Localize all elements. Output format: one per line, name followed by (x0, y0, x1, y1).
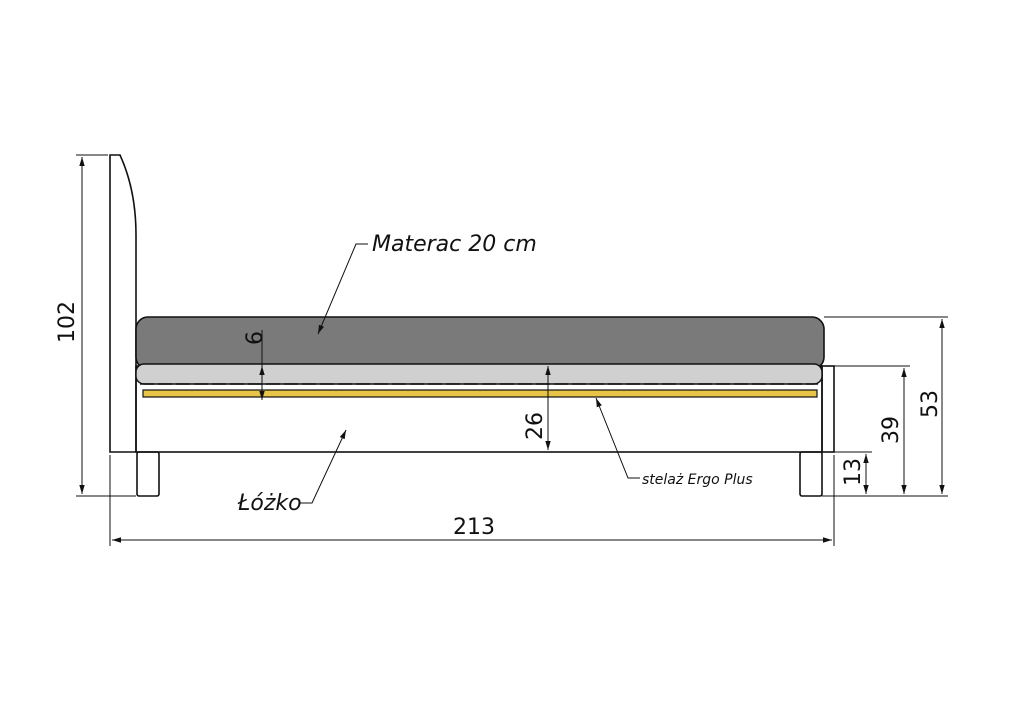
dimension-102: 102 (55, 154, 136, 497)
dimension-13-label: 13 (841, 458, 866, 486)
dimension-6-label: 6 (243, 331, 268, 345)
bed-label: Łóżko (237, 491, 302, 516)
dimension-53: 53 (822, 316, 948, 497)
frame-label: stelaż Ergo Plus (642, 472, 753, 488)
slats (142, 389, 818, 398)
dimension-6: 6 (243, 330, 268, 400)
frame-callout: stelaż Ergo Plus (595, 397, 753, 488)
mattress-callout: Materac 20 cm (317, 232, 537, 335)
dimension-39-label: 39 (879, 416, 904, 444)
footboard-post (821, 365, 835, 453)
dimension-26: 26 (523, 366, 551, 450)
mattress-label: Materac 20 cm (372, 232, 537, 257)
dimension-53-label: 53 (918, 390, 943, 418)
bed-callout: Łóżko (237, 429, 347, 516)
leg-head (136, 451, 160, 497)
leg-foot (799, 451, 823, 497)
dimension-26-label: 26 (523, 412, 548, 440)
dimension-102-label: 102 (55, 301, 80, 343)
dimension-13: 13 (822, 451, 872, 494)
headboard (109, 154, 137, 453)
dimension-213: 213 (109, 455, 835, 546)
dimension-39: 39 (834, 365, 910, 494)
mattress-topper (135, 363, 823, 385)
mattress (135, 316, 825, 370)
dimension-213-label: 213 (453, 515, 495, 540)
